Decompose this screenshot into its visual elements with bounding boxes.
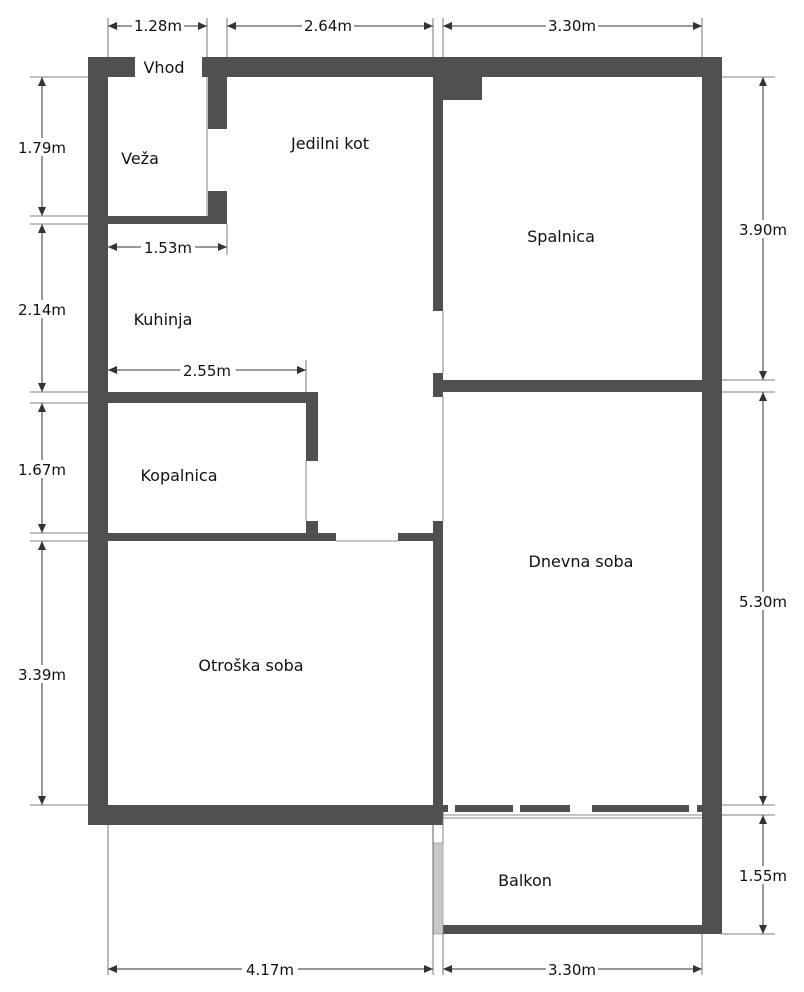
wall-top-right bbox=[202, 57, 722, 77]
dim-label-inner-veza: 1.53m bbox=[144, 239, 192, 257]
wall-vhod-pillar-right bbox=[202, 57, 208, 77]
thin-lines bbox=[206, 77, 702, 843]
room-label-kuhinja: Kuhinja bbox=[134, 310, 193, 329]
room-label-balkon: Balkon bbox=[498, 871, 552, 890]
wall-spalnica-corner bbox=[443, 77, 482, 100]
wall-center-lower-stub bbox=[433, 521, 443, 541]
wall-spalnica-bottom bbox=[443, 380, 702, 392]
room-label-otroska-soba: Otroška soba bbox=[198, 656, 303, 675]
dimension-labels: 1.28m 2.64m 3.30m 1.79m 2.14m 1.67m 3.39… bbox=[14, 16, 791, 979]
dim-label-left-1: 1.79m bbox=[18, 139, 66, 157]
wall-kopalnica-bottom bbox=[108, 533, 336, 541]
wall-veza-bottom bbox=[108, 216, 227, 224]
wall-kopalnica-right bbox=[306, 392, 318, 461]
dim-label-top-2: 2.64m bbox=[304, 17, 352, 35]
wall-balcony-window-3 bbox=[592, 805, 689, 812]
wall-veza-stub-bottom bbox=[208, 191, 227, 224]
dim-label-right-1: 3.90m bbox=[739, 221, 787, 239]
room-labels: Vhod Veža Jedilni kot Spalnica Kuhinja K… bbox=[121, 58, 633, 890]
wall-center-lower bbox=[433, 541, 443, 825]
dim-label-bottom-1: 4.17m bbox=[246, 961, 294, 979]
dim-label-left-3: 1.67m bbox=[18, 461, 66, 479]
wall-left bbox=[88, 57, 108, 825]
room-label-spalnica: Spalnica bbox=[527, 227, 595, 246]
dim-label-bottom-2: 3.30m bbox=[548, 961, 596, 979]
wall-balcony-window-1 bbox=[455, 805, 513, 812]
room-label-jedilni-kot: Jedilni kot bbox=[290, 134, 369, 153]
dim-label-left-2: 2.14m bbox=[18, 301, 66, 319]
dim-label-top-1: 1.28m bbox=[134, 17, 182, 35]
room-label-kopalnica: Kopalnica bbox=[140, 466, 217, 485]
wall-balcony-window-2 bbox=[520, 805, 570, 812]
balcony-left-edge bbox=[432, 842, 444, 935]
wall-balcony-window-5 bbox=[697, 805, 702, 812]
walls bbox=[88, 57, 722, 935]
room-label-veza: Veža bbox=[121, 149, 159, 168]
wall-right bbox=[702, 57, 722, 934]
wall-veza-stub-top bbox=[208, 57, 227, 129]
dim-label-top-3: 3.30m bbox=[548, 17, 596, 35]
wall-balcony-window-4 bbox=[443, 805, 448, 812]
dim-label-inner-kopalnica: 2.55m bbox=[183, 362, 231, 380]
room-label-dnevna-soba: Dnevna soba bbox=[529, 552, 634, 571]
wall-kopalnica-right-stub bbox=[306, 521, 318, 533]
wall-center-stub bbox=[433, 373, 443, 397]
dim-label-right-3: 1.55m bbox=[739, 867, 787, 885]
wall-vhod-pillar-left bbox=[128, 57, 135, 77]
wall-kopalnica-top bbox=[108, 392, 318, 403]
dim-label-left-4: 3.39m bbox=[18, 666, 66, 684]
wall-balcony-bottom bbox=[443, 925, 722, 934]
wall-door-right-stub bbox=[398, 533, 433, 541]
wall-bottom-left bbox=[88, 805, 443, 825]
wall-center-upper bbox=[433, 57, 443, 311]
room-label-vhod: Vhod bbox=[143, 58, 184, 77]
dim-label-right-2: 5.30m bbox=[739, 593, 787, 611]
